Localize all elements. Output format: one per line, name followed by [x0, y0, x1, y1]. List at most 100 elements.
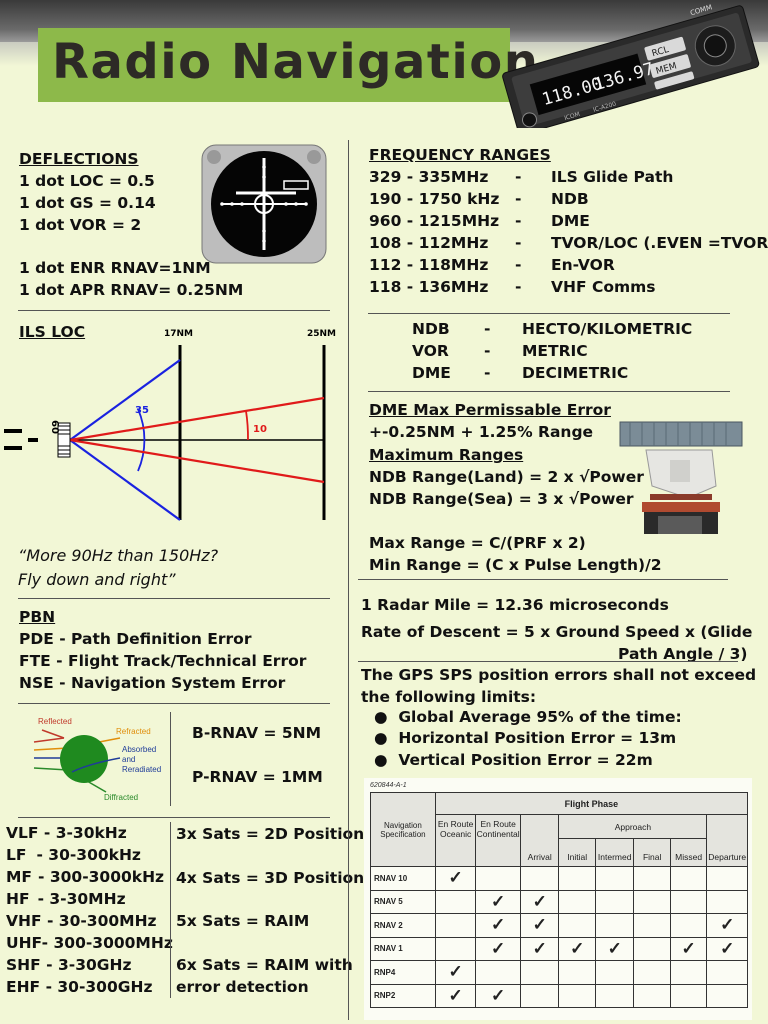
freq-use: ILS Glide Path: [551, 168, 674, 186]
empty-cell: [434, 936, 477, 961]
check-mark: ✓: [519, 913, 560, 938]
band-hf: HF- 3-30MHz: [6, 890, 126, 908]
empty-cell: [633, 866, 671, 891]
freq-range: 960 - 1215MHz: [369, 212, 500, 230]
header-initial: Initial: [558, 838, 596, 867]
pbn-line: PDE - Path Definition Error: [19, 630, 252, 648]
gps-bullet: ● Vertical Position Error = 22m: [374, 751, 653, 769]
empty-cell: [669, 983, 708, 1008]
check-mark: ✓: [475, 913, 521, 938]
min-range-formula: Min Range = (C x Pulse Length)/2: [369, 556, 662, 574]
empty-cell: [706, 960, 748, 985]
radio-unit-illustration: 118.00 136.97 RCL MEM ICOM IC-A200 COMM: [502, 3, 760, 128]
flight-phase-table-body: RNAV 10✓RNAV 5✓✓RNAV 2✓✓✓RNAV 1✓✓✓✓✓✓RNP…: [370, 866, 748, 1008]
radio-rcl-button[interactable]: RCL: [651, 45, 670, 59]
ils-loc-heading: ILS LOC: [19, 323, 86, 341]
empty-cell: [633, 889, 671, 914]
check-mark: ✓: [706, 936, 748, 961]
freq-use: NDB: [551, 190, 589, 208]
empty-cell: [558, 913, 596, 938]
pbn-line: FTE - Flight Track/Technical Error: [19, 652, 307, 670]
band-uhf: UHF- 300-3000MHz: [6, 934, 173, 952]
header-final: Final: [633, 838, 671, 867]
header-approach: Approach: [558, 814, 708, 839]
deflection-line: 1 dot APR RNAV= 0.25NM: [19, 281, 244, 299]
header-flight-phase: Flight Phase: [434, 792, 749, 815]
check-mark: ✓: [594, 936, 635, 961]
cdi-instrument-illustration: [201, 144, 327, 264]
aid-type: HECTO/KILOMETRIC: [522, 320, 693, 338]
check-mark: ✓: [519, 936, 560, 961]
divider: [358, 579, 728, 580]
empty-cell: [633, 983, 671, 1008]
max-range-formula: Max Range = C/(PRF x 2): [369, 534, 586, 552]
divider: [170, 822, 171, 998]
nav-spec-name: RNAV 1: [370, 936, 436, 961]
column-divider: [348, 140, 349, 1020]
rate-of-descent-cont: Path Angle / 3): [618, 645, 748, 663]
title-box: [38, 28, 510, 102]
nav-spec-name: RNP2: [370, 983, 436, 1008]
nav-spec-name: RNAV 2: [370, 913, 436, 938]
aid-type: DECIMETRIC: [522, 364, 629, 382]
table-row: RNP4✓: [370, 960, 748, 985]
aid-dash: -: [484, 342, 491, 360]
check-mark: ✓: [434, 960, 477, 985]
header-missed: Missed: [669, 838, 708, 867]
table-row: RNAV 1✓✓✓✓✓✓: [370, 936, 748, 961]
empty-cell: [594, 866, 635, 891]
sats-3d: 4x Sats = 3D Position: [176, 869, 365, 887]
empty-cell: [669, 866, 708, 891]
check-mark: ✓: [434, 866, 477, 891]
label-25nm: 25NM: [307, 329, 336, 339]
freq-dash: -: [515, 256, 522, 274]
empty-cell: [558, 889, 596, 914]
empty-cell: [558, 983, 596, 1008]
check-mark: ✓: [475, 936, 521, 961]
deflection-line: 1 dot LOC = 0.5: [19, 172, 155, 190]
radio-brand: ICOM: [564, 111, 581, 122]
ndb-range-sea: NDB Range(Sea) = 3 x √Power: [369, 490, 634, 508]
aid-dash: -: [484, 364, 491, 382]
pbn-heading: PBN: [19, 608, 56, 626]
band-mf: MF- 300-3000kHz: [6, 868, 165, 886]
nav-spec-name: RNAV 10: [370, 866, 436, 891]
aid: NDB: [412, 320, 450, 338]
freq-use: VHF Comms: [551, 278, 656, 296]
check-mark: ✓: [434, 983, 477, 1008]
deflection-line: 1 dot GS = 0.14: [19, 194, 156, 212]
divider: [18, 598, 330, 599]
aid-type: METRIC: [522, 342, 588, 360]
gps-bullet: ● Global Average 95% of the time:: [374, 708, 682, 726]
empty-cell: [594, 983, 635, 1008]
empty-cell: [633, 913, 671, 938]
freq-range: 118 - 136MHz: [369, 278, 489, 296]
gps-bullet: ● Horizontal Position Error = 13m: [374, 729, 677, 747]
sats-raim-error: 6x Sats = RAIM with: [176, 956, 353, 974]
radar-mile: 1 Radar Mile = 12.36 microseconds: [361, 596, 669, 614]
band-vhf: VHF - 30-300MHz: [6, 912, 157, 930]
empty-cell: [669, 889, 708, 914]
sats-raim-error-cont: error detection: [176, 978, 309, 996]
header-nav-spec: Navigation Specification: [370, 792, 436, 867]
check-mark: ✓: [706, 913, 748, 938]
page-title: Radio Navigation: [52, 34, 540, 90]
label-17nm: 17NM: [164, 329, 193, 339]
freq-ranges-heading: FREQUENCY RANGES: [369, 146, 551, 164]
dme-error-heading: DME Max Permissable Error: [369, 401, 611, 419]
divider: [358, 661, 738, 662]
deflection-line: 1 dot ENR RNAV=1NM: [19, 259, 211, 277]
empty-cell: [558, 866, 596, 891]
ils-loc-diagram: 17NM 25NM 35 10 09: [4, 329, 336, 521]
empty-cell: [669, 913, 708, 938]
sats-2d: 3x Sats = 2D Position: [176, 825, 365, 843]
header-departure: Departure: [706, 814, 748, 867]
quote-line: “More 90Hz than 150Hz?: [18, 546, 219, 565]
empty-cell: [519, 960, 560, 985]
empty-cell: [706, 983, 748, 1008]
gps-intro: The GPS SPS position errors shall not ex…: [361, 666, 757, 684]
label-reradiated: Reradiated: [122, 765, 161, 774]
aid: DME: [412, 364, 451, 382]
empty-cell: [519, 866, 560, 891]
check-mark: ✓: [475, 983, 521, 1008]
